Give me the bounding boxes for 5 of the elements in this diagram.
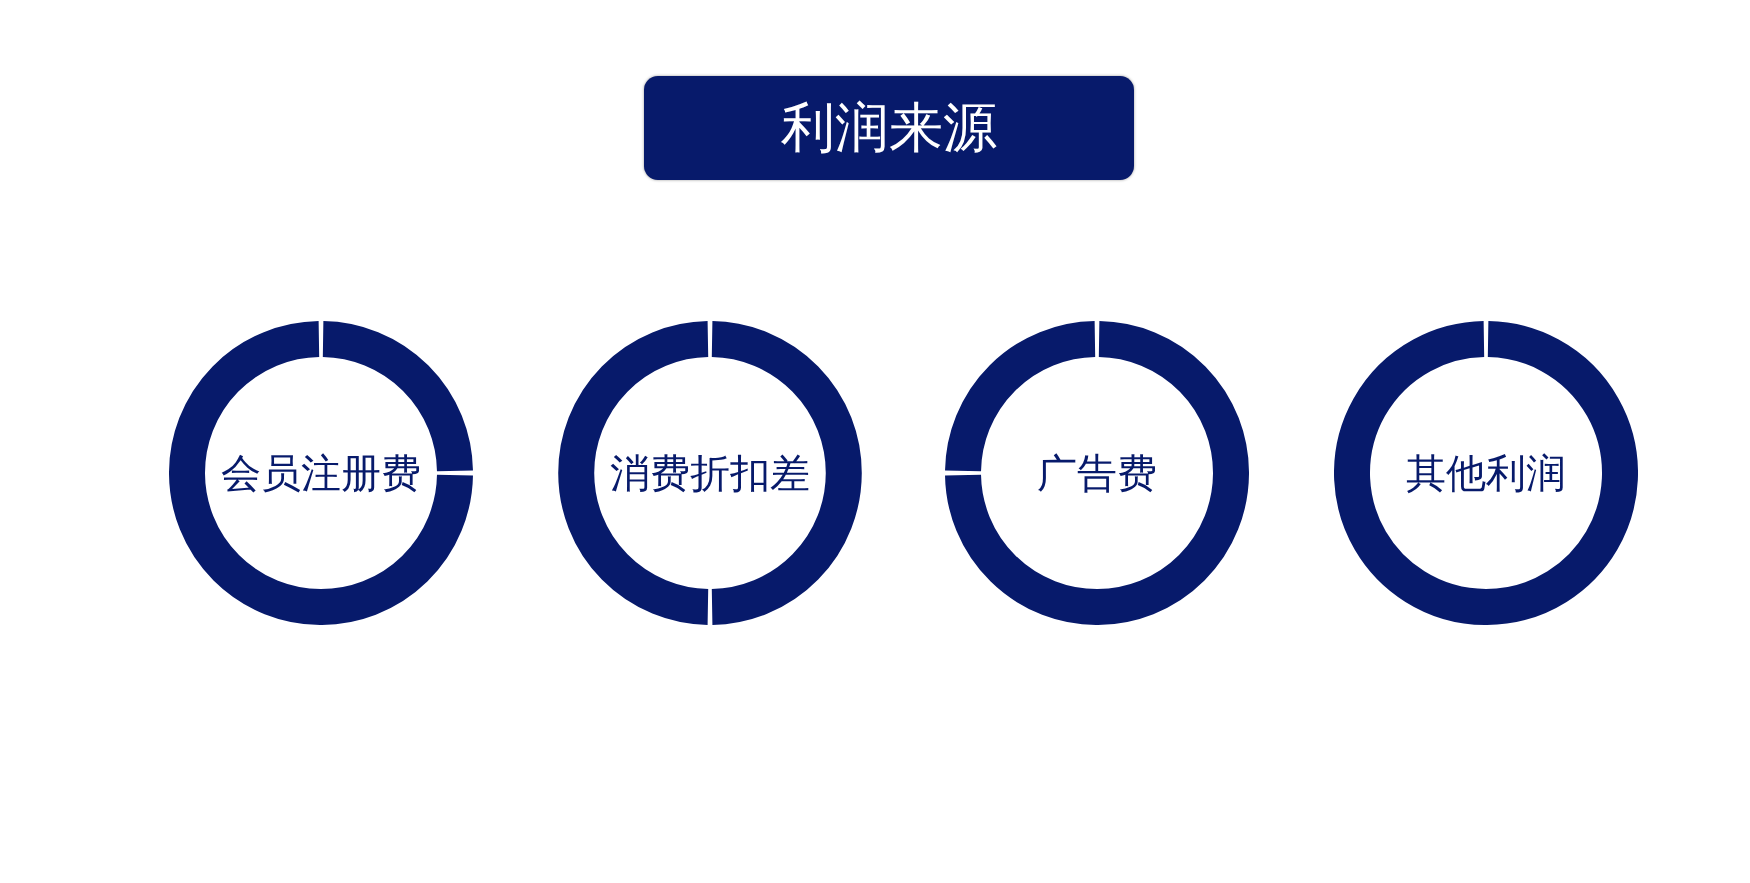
ring-label: 广告费 (1037, 448, 1157, 498)
title-banner: 利润来源 (644, 76, 1134, 180)
ring-label: 消费折扣差 (610, 448, 810, 498)
ring-label: 其他利润 (1406, 448, 1566, 498)
ring-label: 会员注册费 (221, 448, 421, 498)
